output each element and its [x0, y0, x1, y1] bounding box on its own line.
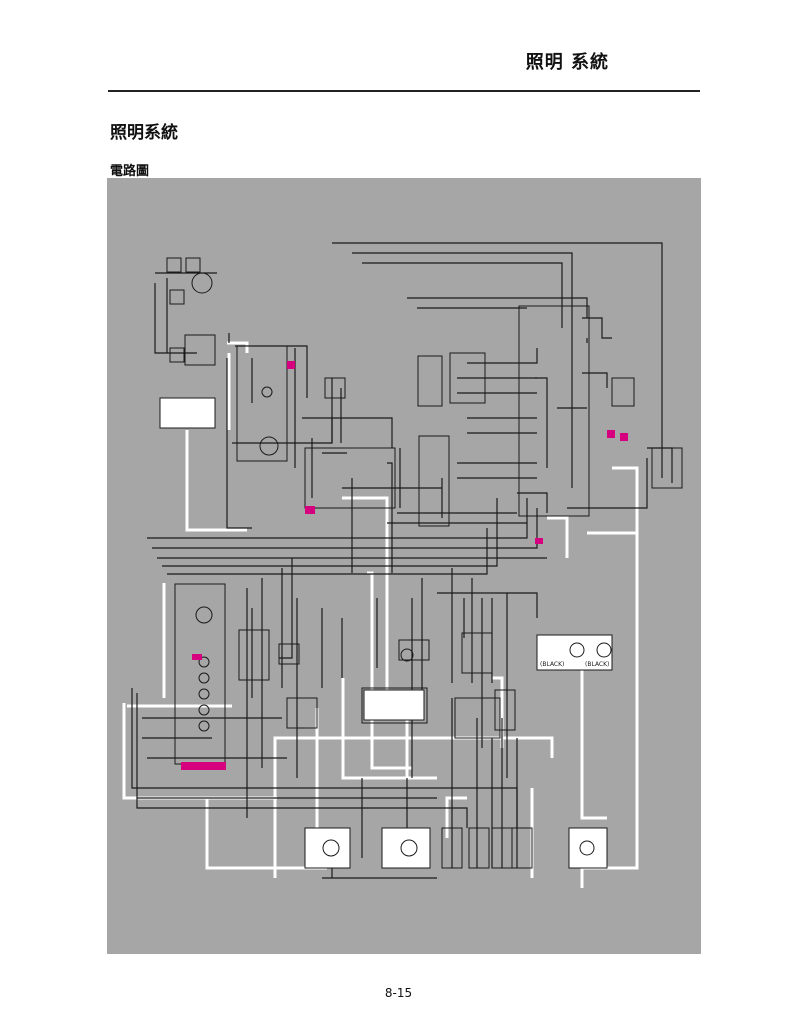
- relay-box-1: [184, 334, 216, 366]
- headlight-switch-box: [236, 345, 288, 462]
- coupler-box-1: [417, 355, 443, 407]
- fuse-box: [174, 583, 226, 765]
- pink-tag-2: [607, 430, 615, 438]
- fuse-symbol-6: [198, 720, 210, 732]
- pink-tag-5: [305, 506, 315, 514]
- section-title: 照明系統: [110, 123, 178, 143]
- header-divider: [108, 90, 700, 92]
- horn-box: [398, 639, 430, 661]
- connector-block-2: [185, 257, 201, 273]
- fuse-symbol-3: [198, 672, 210, 684]
- connector-block-1: [166, 257, 182, 273]
- connector-block-7: [278, 643, 300, 665]
- fuse-symbol-5: [198, 704, 210, 716]
- connector-block-3: [169, 289, 185, 305]
- relay-box-3: [461, 632, 493, 674]
- lamp-box-4: [511, 827, 533, 869]
- sensor-box: [449, 352, 486, 404]
- pink-tag-3: [620, 433, 628, 441]
- rear-connector-symbol-1: [569, 642, 585, 658]
- connector-block-9: [494, 689, 516, 731]
- connector-label-black-2: (BLACK): [585, 661, 609, 668]
- relay-box-2: [418, 435, 450, 527]
- page-header-title: 照明 系統: [525, 52, 609, 73]
- connector-block-5: [324, 377, 346, 399]
- battery-box: [238, 629, 270, 681]
- page-number: 8-15: [384, 986, 413, 1000]
- headlight-bulb-right: [400, 839, 418, 857]
- rear-connector-symbol-2: [596, 642, 612, 658]
- components: [159, 257, 683, 869]
- switch-housing-1: [304, 447, 396, 509]
- connector-block-6: [611, 377, 635, 407]
- combination-switch-box: [454, 697, 501, 739]
- indicator-symbol-1: [261, 386, 273, 398]
- connector-label-black-1: (BLACK): [540, 661, 564, 668]
- connector-block-8: [286, 697, 318, 729]
- pink-tag-4: [181, 762, 226, 770]
- colored-labels: [181, 361, 628, 770]
- ecu-box: [518, 305, 590, 517]
- meter-box: [651, 447, 683, 489]
- wiring-diagram: (BLACK) (BLACK): [107, 178, 701, 954]
- headlight-left-panel: [304, 827, 351, 869]
- fuse-symbol-2: [198, 656, 210, 668]
- wiring-diagram-svg: (BLACK) (BLACK): [122, 242, 683, 888]
- lighting-circuit-wires: [122, 341, 639, 888]
- pink-tag-6: [192, 654, 202, 660]
- bulb-symbol-1: [259, 436, 279, 456]
- tail-bulb: [579, 840, 595, 856]
- fuse-symbol-4: [198, 688, 210, 700]
- switch-panel-white: [363, 689, 425, 721]
- switch-circle-1: [191, 272, 213, 294]
- pink-tag-7: [535, 538, 543, 544]
- fuse-symbol-1: [195, 606, 213, 624]
- front-connector-panel: [159, 397, 216, 429]
- rear-connector-panel: [536, 634, 613, 671]
- circuit-wires: [131, 242, 673, 879]
- subsection-title: 電路圖: [110, 164, 150, 179]
- lamp-box-2: [468, 827, 490, 869]
- headlight-bulb-left: [322, 839, 340, 857]
- headlight-right-panel: [381, 827, 431, 869]
- horn-symbol: [400, 648, 414, 662]
- lamp-box-1: [441, 827, 463, 869]
- tail-light-panel: [568, 827, 608, 869]
- pink-tag-1: [287, 361, 295, 369]
- connector-block-4: [169, 347, 185, 363]
- handlebar-switch-left: [361, 687, 428, 724]
